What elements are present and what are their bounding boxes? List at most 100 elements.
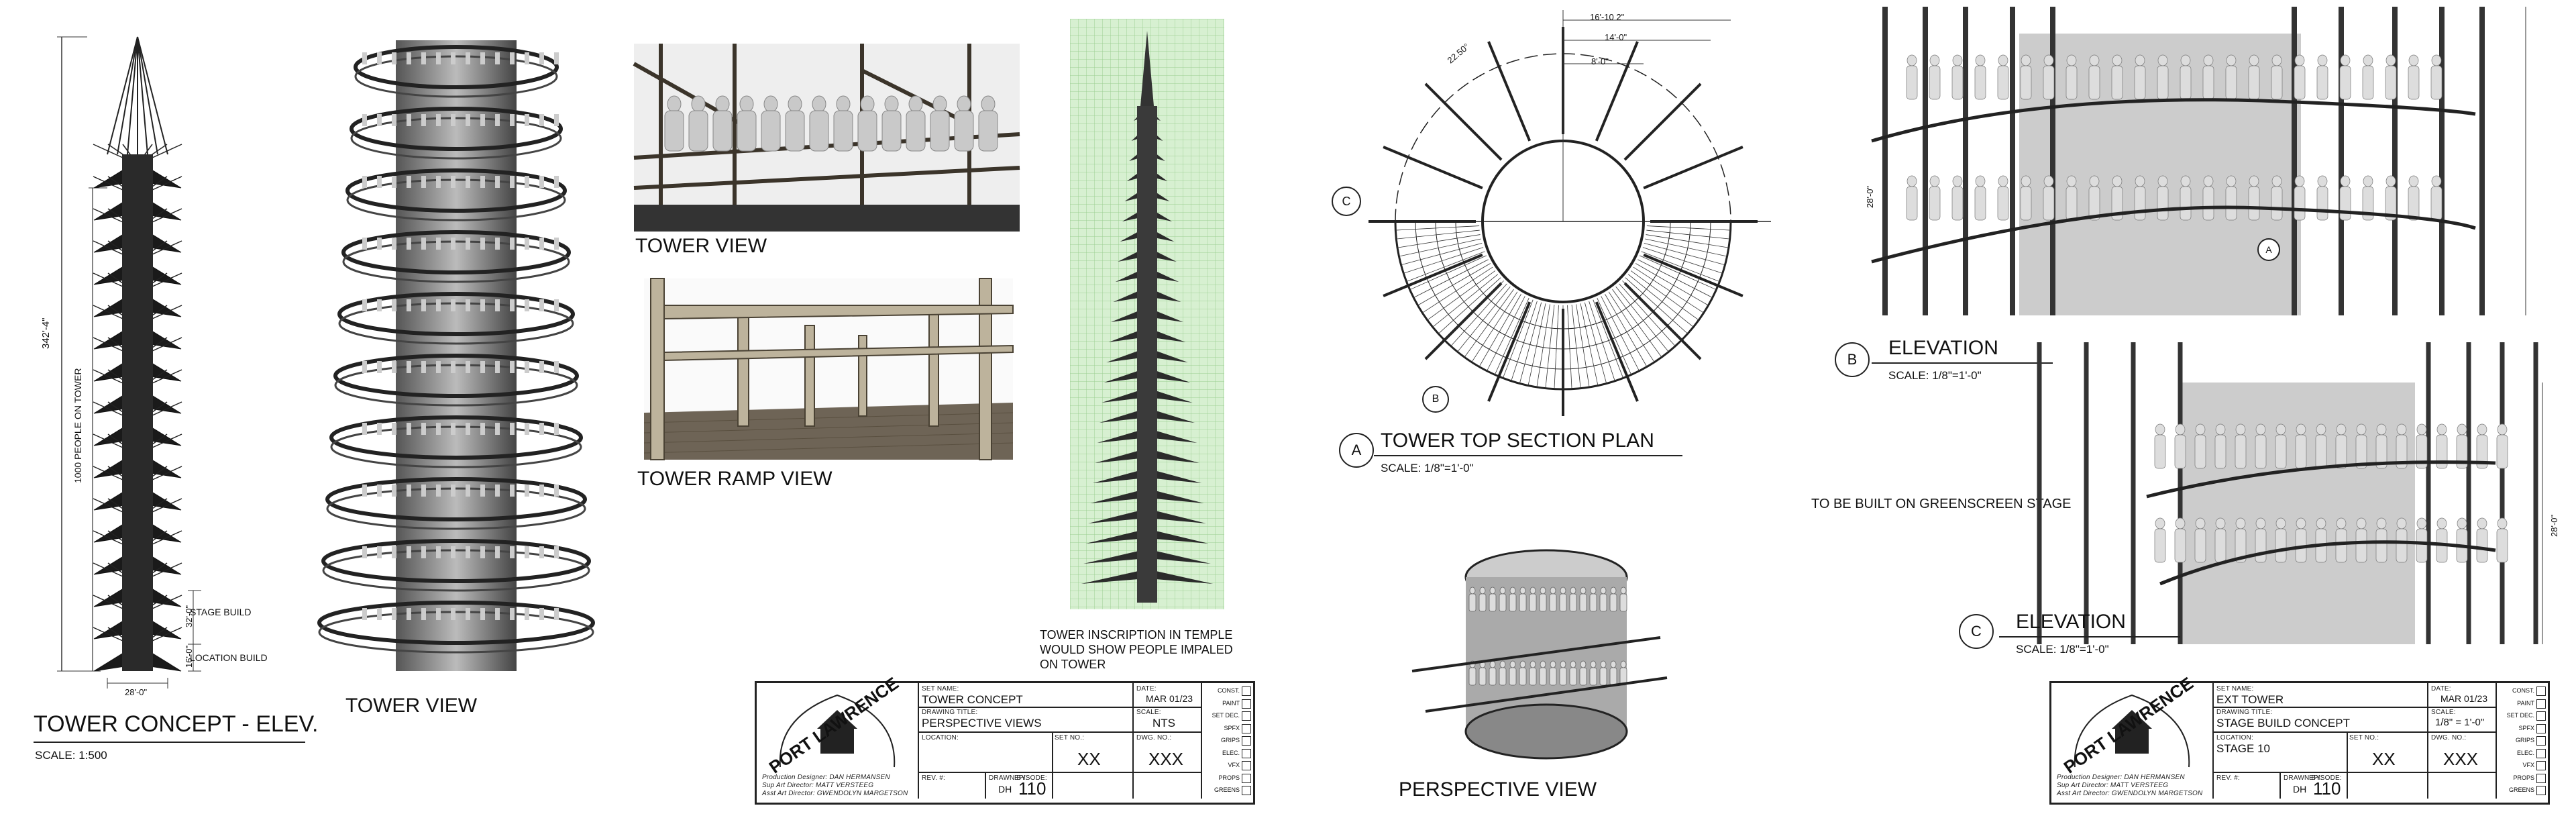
- ramp-render: [643, 278, 1014, 460]
- elevation-b-panel: 28'-0" A B ELEVATION SCALE: 1/8"=1'-0": [1831, 7, 2549, 383]
- drawing-title: STAGE BUILD CONCEPT: [2216, 717, 2350, 729]
- ramp-view-panel: TOWER RAMP VIEW: [637, 278, 1014, 490]
- checklist-item-greens[interactable]: GREENS: [2497, 785, 2546, 797]
- episode: 110: [2313, 778, 2341, 799]
- credit-3: Asst Art Director: GWENDOLYN MARGETSON: [762, 790, 908, 797]
- elev-b-letter: B: [1835, 342, 1870, 377]
- credit-1: Production Designer: DAN HERMANSEN: [2057, 774, 2185, 781]
- checklist-item-paint[interactable]: PAINT: [2497, 699, 2546, 710]
- section-marker-a: A: [2257, 238, 2280, 261]
- scale: 1/8" = 1'-0": [2435, 717, 2485, 728]
- perspective-panel: PERSPECTIVE VIEW: [1399, 517, 1674, 801]
- checklist-item-vfx[interactable]: VFX: [1202, 760, 1252, 772]
- dwg-no: XXX: [1148, 749, 1184, 769]
- date: MAR 01/23: [2440, 693, 2488, 704]
- dwg-no: XXX: [2443, 749, 2479, 769]
- checklist-item-spfx[interactable]: SPFX: [1202, 723, 1252, 735]
- credit-1: Production Designer: DAN HERMANSEN: [762, 774, 890, 781]
- episode: 110: [1018, 778, 1046, 799]
- tower-elevation-panel: 342'-4" 1000 PEOPLE ON TOWER STAGE BUILD…: [0, 0, 318, 814]
- title-block-logo: PORT LAWRENCE: [2058, 673, 2212, 777]
- location: STAGE 10: [2216, 742, 2270, 755]
- tower-view-drawing: [317, 40, 595, 671]
- checklist-item-grips[interactable]: GRIPS: [2497, 735, 2546, 747]
- tower-view-crop-panel: TOWER VIEW: [633, 44, 1020, 257]
- elevation-c-panel: 28'-0" C ELEVATION SCALE: 1/8"=1'-0": [1959, 342, 2563, 671]
- title-block-1: PORT LAWRENCE Production Designer: DAN H…: [755, 673, 1255, 805]
- dim-people: 1000 PEOPLE ON TOWER: [72, 368, 83, 483]
- checklist-item-props[interactable]: PROPS: [1202, 773, 1252, 784]
- tower-view-caption: TOWER VIEW: [345, 695, 478, 717]
- ramp-view-caption: TOWER RAMP VIEW: [637, 468, 833, 490]
- tower-view-panel: TOWER VIEW: [317, 40, 604, 717]
- section-marker-c: C: [1332, 187, 1361, 216]
- elevation-c-drawing: [2037, 342, 2543, 644]
- checklist-item-const[interactable]: CONST.: [1202, 686, 1252, 697]
- perspective-drawing: [1411, 549, 1668, 760]
- port-lawrence-logo: PORT LAWRENCE: [765, 673, 902, 777]
- plan-scale: SCALE: 1/8"=1'-0": [1381, 462, 1474, 474]
- elev-c-scale: SCALE: 1/8"=1'-0": [2016, 643, 2109, 656]
- checklist-item-vfx[interactable]: VFX: [2497, 760, 2546, 772]
- location-build-dim: 16'-0": [184, 645, 194, 668]
- plan-dim-outer: 16'-10 2": [1590, 12, 1625, 22]
- section-plan-drawing: [1368, 10, 1771, 416]
- section-marker-b: B: [1422, 386, 1449, 413]
- dim-height-total: 342'-4": [40, 317, 52, 349]
- plan-title-rule: [1374, 455, 1682, 456]
- credit-2: Sup Art Director: MATT VERSTEEG: [762, 782, 874, 789]
- checklist-item-paint[interactable]: PAINT: [1202, 699, 1252, 710]
- elevation-scale: SCALE: 1:500: [35, 749, 107, 762]
- checklist-item-setdec[interactable]: SET DEC.: [1202, 711, 1252, 722]
- inscription-panel: TOWER INSCRIPTION IN TEMPLE WOULD SHOW P…: [1040, 19, 1233, 671]
- title-block-2: PORT LAWRENCE Production Designer: DAN H…: [2049, 673, 2550, 805]
- set-name: EXT TOWER: [2216, 693, 2284, 706]
- drawn-by: DH: [998, 784, 1012, 795]
- checklist-item-setdec[interactable]: SET DEC.: [2497, 711, 2546, 722]
- checklist-item-spfx[interactable]: SPFX: [2497, 723, 2546, 735]
- plan-title: TOWER TOP SECTION PLAN: [1381, 429, 1654, 452]
- tower-view-crop-caption: TOWER VIEW: [635, 235, 767, 257]
- elevation-title-rule: [34, 742, 305, 743]
- elevation-title: TOWER CONCEPT - ELEV.: [34, 711, 319, 737]
- elev-b-title-rule: [1872, 362, 2053, 364]
- elev-c-letter: C: [1959, 614, 1994, 649]
- inscription-grid-drawing: [1070, 19, 1224, 609]
- plan-dim-mid: 14'-0": [1605, 32, 1627, 42]
- date: MAR 01/23: [1146, 693, 1193, 704]
- checklist-item-elec[interactable]: ELEC.: [2497, 748, 2546, 760]
- stage-build-label: STAGE BUILD: [190, 607, 252, 617]
- credit-3: Asst Art Director: GWENDOLYN MARGETSON: [2057, 790, 2203, 797]
- credit-2: Sup Art Director: MATT VERSTEEG: [2057, 782, 2169, 789]
- checklist-item-elec[interactable]: ELEC.: [1202, 748, 1252, 760]
- location-build-label: LOCATION BUILD: [190, 652, 268, 663]
- tower-crop-render: [633, 44, 1020, 232]
- set-no: XX: [2372, 749, 2396, 769]
- plan-view-letter: A: [1339, 433, 1374, 468]
- checklist-item-props[interactable]: PROPS: [2497, 773, 2546, 784]
- section-plan-panel: 16'-10 2" 14'-0" 8'-0" 22.50° C B A TOWE…: [1328, 0, 1771, 483]
- svg-text:PORT LAWRENCE: PORT LAWRENCE: [765, 673, 902, 777]
- title-block-logo: PORT LAWRENCE: [763, 673, 918, 777]
- plan-dim-inner: 8'-0": [1591, 56, 1609, 66]
- inscription-note-1: TOWER INSCRIPTION IN TEMPLE: [1040, 628, 1233, 642]
- svg-text:PORT LAWRENCE: PORT LAWRENCE: [2060, 673, 2197, 777]
- scale: NTS: [1152, 717, 1175, 729]
- drawing-title: PERSPECTIVE VIEWS: [922, 717, 1042, 729]
- tower-elevation-drawing: [57, 36, 201, 689]
- elev-b-dim: 28'-0": [1865, 185, 1875, 208]
- elev-c-dim: 28'-0": [2549, 514, 2559, 537]
- stage-build-dim: 32'-0": [184, 605, 194, 627]
- checklist-item-grips[interactable]: GRIPS: [1202, 735, 1252, 747]
- elev-b-title: ELEVATION: [1888, 337, 1998, 359]
- base-width-dim: 28'-0": [125, 687, 148, 697]
- elev-b-scale: SCALE: 1/8"=1'-0": [1888, 369, 1982, 382]
- perspective-caption: PERSPECTIVE VIEW: [1399, 778, 1597, 801]
- greenscreen-note: TO BE BUILT ON GREENSCREEN STAGE: [1811, 497, 2072, 511]
- checklist-item-const[interactable]: CONST.: [2497, 686, 2546, 697]
- elev-c-title-rule: [1999, 636, 2180, 638]
- checklist-item-greens[interactable]: GREENS: [1202, 785, 1252, 797]
- inscription-note-2: WOULD SHOW PEOPLE IMPALED: [1040, 643, 1233, 656]
